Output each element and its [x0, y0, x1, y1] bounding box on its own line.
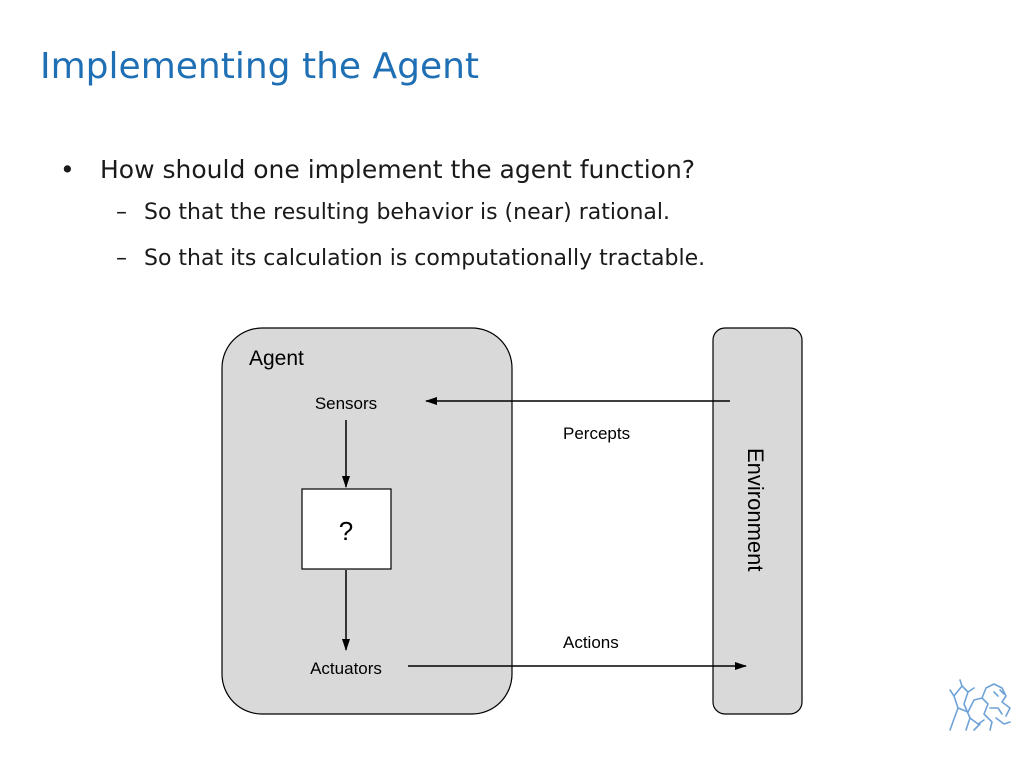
sub-bullet-item: – So that the resulting behavior is (nea… [60, 190, 980, 236]
environment-box [712, 327, 803, 715]
sub-bullet-marker: – [116, 246, 127, 271]
agent-function-label: ? [339, 516, 353, 546]
bullet-item: • How should one implement the agent fun… [60, 150, 980, 190]
lion-emblem-icon [949, 679, 1011, 731]
actions-label: Actions [563, 633, 619, 652]
actuators-label: Actuators [310, 659, 382, 678]
sub-bullet-text: So that its calculation is computational… [144, 246, 706, 271]
agent-label: Agent [249, 347, 304, 370]
page-title: Implementing the Agent [40, 46, 480, 87]
bullet-list: • How should one implement the agent fun… [60, 150, 980, 282]
sub-bullet-marker: – [116, 200, 127, 225]
bullet-marker: • [60, 155, 75, 184]
agent-function-box [301, 488, 392, 570]
bullet-text: How should one implement the agent funct… [100, 155, 696, 184]
sensors-label: Sensors [315, 394, 377, 413]
sub-bullet-item: – So that its calculation is computation… [60, 236, 980, 282]
sub-bullet-text: So that the resulting behavior is (near)… [144, 200, 670, 225]
percepts-label: Percepts [563, 424, 630, 443]
environment-label: Environment [743, 448, 768, 572]
